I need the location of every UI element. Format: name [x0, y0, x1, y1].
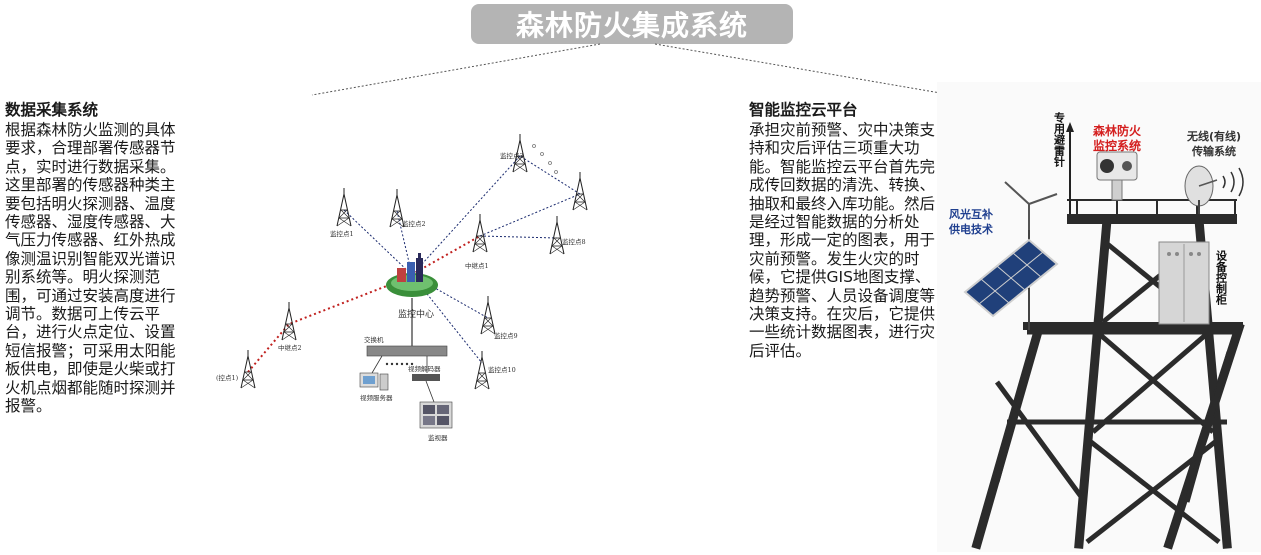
- data-collection-body: 根据森林防火监测的具体要求，合理部署传感器节点，实时进行数据采集。这里部署的传感…: [5, 121, 176, 416]
- monitoring-center-icon: [386, 253, 438, 297]
- top-platform: [1067, 214, 1237, 224]
- wireless-label-2: 传输系统: [1191, 144, 1236, 158]
- network-diagram: 监控中心 交换机 视频服务器 视频解码器 监视器 监控点1 监控点2 监控点3 …: [216, 133, 588, 442]
- brand-label-1: 森林防火: [1093, 123, 1142, 138]
- video-server-icon: [359, 372, 389, 391]
- cloud-platform-heading: 智能监控云平台: [749, 101, 858, 119]
- monitor-links: [343, 155, 581, 364]
- control-cabinet-icon: [1158, 241, 1210, 325]
- tower-icon: [472, 213, 488, 253]
- lightning-rod-label: 专用避雷针: [1053, 111, 1066, 168]
- tower-icon: [549, 215, 565, 255]
- screen-label: 监视器: [428, 433, 448, 442]
- signal-dots: [532, 144, 558, 174]
- title-connector: [311, 43, 953, 96]
- monitor3-label: 监控点3: [500, 151, 524, 160]
- cabinet-label: 设备控制柜: [1215, 249, 1229, 306]
- monitor2-label: 监控点2: [402, 219, 426, 228]
- connector-left: [311, 43, 601, 96]
- relay2-label: 中继点2: [278, 343, 302, 352]
- lightning-rod-tip: [1066, 122, 1074, 132]
- monitor10-label: 监控点10: [488, 365, 516, 374]
- data-collection-section: 数据采集系统 根据森林防火监测的具体要求，合理部署传感器节点，实时进行数据采集。…: [5, 100, 190, 416]
- center-label: 监控中心: [398, 308, 434, 320]
- tower-icon: [240, 349, 256, 389]
- tower-illustration: 专用避雷针 森林防火 监控系统 无线(有线) 传输系统 风光互补 供电技术: [937, 82, 1261, 552]
- switch-dots: [385, 362, 414, 366]
- solar-panel-icon: [963, 238, 1059, 330]
- edge1-label: (控点1): [216, 373, 239, 382]
- cloud-platform-body: 承担灾前预警、灾中决策支持和灾后评估三项重大功能。智能监控云平台首先完成传回数据…: [749, 121, 936, 360]
- lower-platform: [1023, 322, 1243, 330]
- monitor1-label: 监控点1: [330, 229, 354, 238]
- camera-icon: [1096, 151, 1138, 201]
- switch-label: 交换机: [364, 335, 384, 344]
- connector-right: [654, 43, 953, 96]
- switch-icon: [366, 345, 448, 357]
- satellite-dish-icon: [1184, 165, 1218, 214]
- relay1-label: 中继点1: [465, 261, 489, 270]
- data-collection-heading: 数据采集系统: [5, 101, 99, 119]
- page-title: 森林防火集成系统: [515, 9, 748, 42]
- brand-label-2: 监控系统: [1093, 138, 1141, 153]
- decoder-icon: [412, 374, 440, 381]
- monitor-screen-icon: [419, 401, 453, 429]
- monitor9-label: 监控点9: [494, 331, 518, 340]
- tower-icon: [336, 187, 352, 227]
- wireless-label-1: 无线(有线): [1186, 129, 1241, 143]
- server-label: 视频服务器: [360, 393, 393, 402]
- signal-waves-icon: [1222, 167, 1244, 197]
- title-banner: 森林防火集成系统: [471, 4, 793, 44]
- tower-icon: [281, 301, 297, 341]
- wind-solar-label-1: 风光互补: [949, 207, 993, 221]
- wind-solar-label-2: 供电技术: [948, 222, 993, 236]
- decoder-label: 视频解码器: [408, 364, 441, 373]
- monitor8-label: 监控点8: [562, 237, 586, 246]
- cloud-platform-section: 智能监控云平台 承担灾前预警、灾中决策支持和灾后评估三项重大功能。智能监控云平台…: [749, 100, 939, 360]
- relay-links: [247, 235, 481, 373]
